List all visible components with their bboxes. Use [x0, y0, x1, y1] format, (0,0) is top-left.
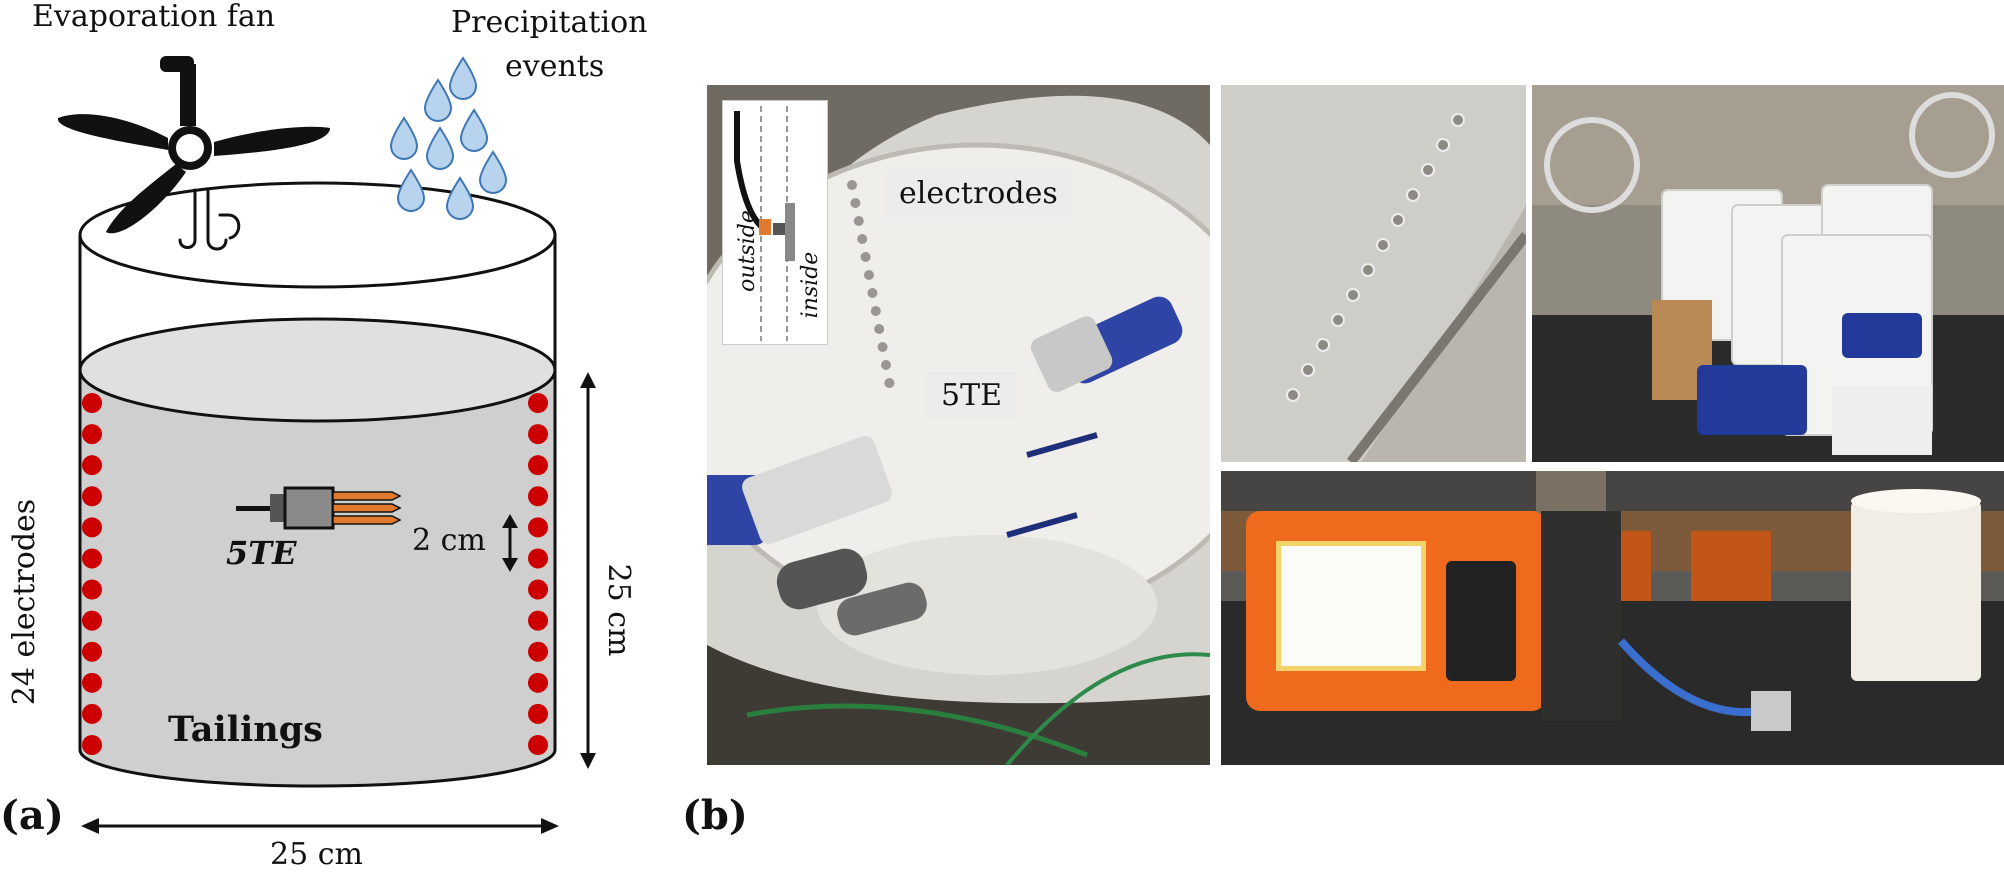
tailings-label: Tailings — [168, 709, 323, 750]
electrode-dot — [82, 579, 102, 600]
electrodes-label: 24 electrodes — [7, 498, 42, 706]
photo-electrode-stud — [1421, 163, 1435, 177]
electrode-dot — [528, 517, 548, 538]
photo-electrode-stud — [857, 234, 868, 244]
photo-electrode-stud — [1301, 363, 1315, 377]
electrode-dot — [82, 672, 102, 693]
width-arrow — [81, 818, 559, 834]
photo-electrode-stud — [1346, 288, 1360, 302]
photo-electrode-stud — [1451, 113, 1465, 127]
height-arrow — [580, 372, 596, 769]
height-label: 25 cm — [601, 563, 636, 657]
electrodes-tag: electrodes — [885, 170, 1072, 217]
raindrops-icon — [389, 56, 508, 220]
photo-electrode-stud — [860, 252, 871, 262]
inset-inside-label: inside — [798, 251, 823, 319]
spacing-label: 2 cm — [412, 523, 486, 558]
photo-electrode-stud — [1286, 388, 1300, 402]
electrode-dot — [82, 735, 102, 755]
electrode-dot — [82, 641, 102, 662]
electrode-dot — [528, 393, 548, 413]
measurement-device-photo — [1221, 471, 2004, 765]
electrode-dot — [82, 703, 102, 724]
electrode-dot — [528, 735, 548, 755]
photo-electrode-stud — [870, 306, 881, 316]
width-label: 25 cm — [270, 837, 363, 872]
cylinder-rim — [78, 181, 557, 289]
photo-electrode-stud — [1376, 238, 1390, 252]
tailings-surface — [78, 317, 557, 423]
electrode-dot — [82, 424, 102, 445]
electrode-dot — [528, 641, 548, 662]
sensor-label: 5TE — [226, 534, 297, 572]
tailings-fill — [78, 368, 557, 788]
electrode-dot — [528, 424, 548, 445]
photo-electrode-stud — [850, 198, 861, 208]
photo-electrode-stud — [1406, 188, 1420, 202]
photo-electrode-stud — [874, 324, 885, 334]
electrodes-right — [528, 393, 548, 755]
electrode-dot — [82, 393, 102, 413]
electrode-dot — [528, 703, 548, 724]
fan-icon — [57, 56, 330, 234]
cylinder-diagram — [57, 56, 596, 834]
fan-label: Evaporation fan — [32, 0, 276, 34]
photo-electrode-stud — [877, 342, 888, 352]
electrodes-left — [82, 393, 102, 755]
electrode-dot — [82, 610, 102, 631]
lab-buckets-photo — [1532, 85, 2004, 462]
sensor-icon — [236, 486, 402, 530]
electrode-closeup-photo — [1221, 85, 1526, 462]
electrode-dot — [528, 455, 548, 476]
electrode-dot — [528, 672, 548, 693]
photo-electrode-stud — [867, 288, 878, 298]
electrode-dot — [528, 548, 548, 569]
photo-electrode-stud — [847, 180, 857, 190]
photo-electrode-stud — [884, 378, 895, 388]
photo-electrode-stud — [864, 270, 874, 280]
photo-electrode-stud — [881, 360, 891, 370]
photo-electrode-stud — [1391, 213, 1405, 227]
panel-a-letter: (a) — [0, 792, 64, 839]
photo-electrode-stud — [1331, 313, 1345, 327]
photo-electrode-stud — [1436, 138, 1450, 152]
photo-electrode-stud — [853, 216, 864, 226]
inset-outside-label: outside — [735, 210, 760, 292]
precip-label-line1: Precipitation — [451, 5, 648, 40]
electrode-dot — [528, 610, 548, 631]
precip-label-line2: events — [505, 49, 605, 84]
photo-electrode-stud — [1361, 263, 1375, 277]
spacing-arrow — [502, 514, 518, 572]
electrode-dot — [82, 548, 102, 569]
panel-b-letter: (b) — [682, 792, 748, 839]
electrode-dot — [528, 486, 548, 507]
photo-electrode-stud — [1316, 338, 1330, 352]
wind-icon — [178, 188, 241, 251]
electrode-dot — [82, 455, 102, 476]
electrode-dot — [82, 517, 102, 538]
electrode-dot — [82, 486, 102, 507]
electrode-inset — [722, 100, 828, 345]
electrode-dot — [528, 579, 548, 600]
sensor-tag: 5TE — [927, 372, 1016, 419]
